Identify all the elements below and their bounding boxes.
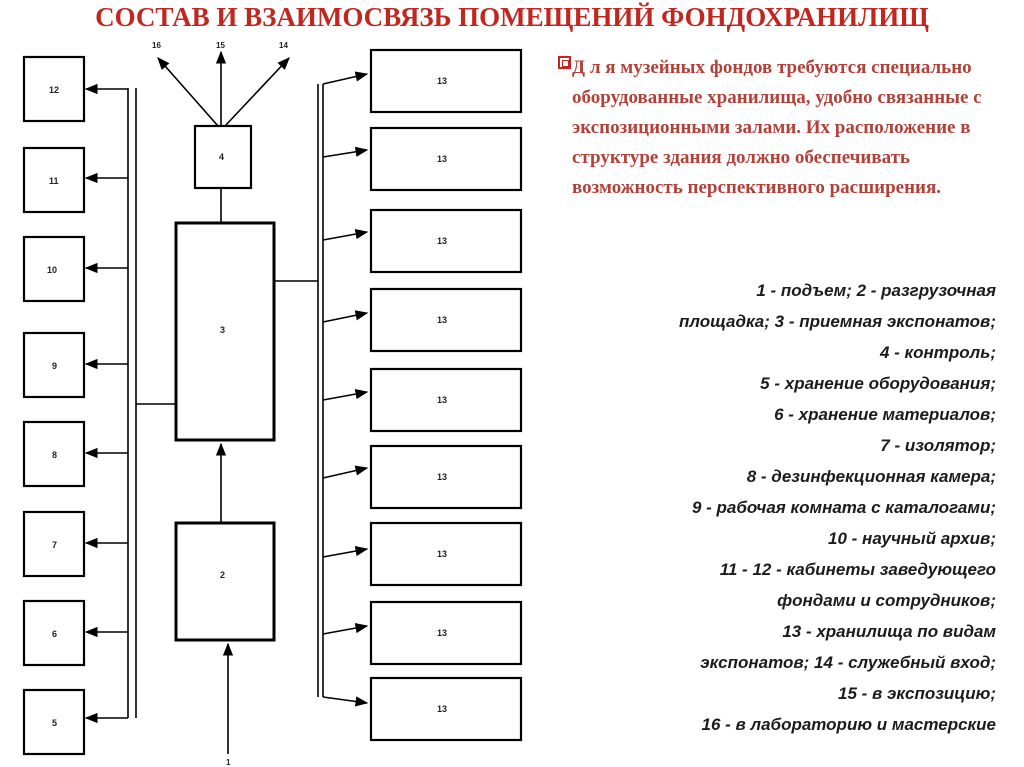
svg-text:2: 2 bbox=[220, 570, 225, 580]
left-room-9: 9 bbox=[22, 331, 86, 399]
room-4-control: 4 bbox=[193, 124, 253, 190]
legend-line: 15 - в экспозицию; bbox=[837, 684, 996, 703]
svg-text:13: 13 bbox=[437, 154, 447, 164]
left-room-11: 11 bbox=[22, 146, 86, 214]
legend-line: 7 - изолятор; bbox=[880, 436, 996, 455]
legend-line: 1 - подъем; 2 - разгрузочная bbox=[756, 281, 996, 300]
intro-text: Д л я музейных фондов требуются специаль… bbox=[572, 57, 982, 198]
intro-block: Д л я музейных фондов требуются специаль… bbox=[552, 53, 1022, 203]
left-room-12: 12 bbox=[22, 55, 86, 123]
svg-text:13: 13 bbox=[437, 549, 447, 559]
storage-room-13-7: 13 bbox=[369, 521, 523, 587]
svg-text:10: 10 bbox=[47, 265, 57, 275]
storage-room-13-2: 13 bbox=[369, 126, 523, 192]
legend-line: 13 - хранилища по видам bbox=[782, 622, 996, 641]
left-connectors bbox=[84, 83, 176, 724]
legend-line: площадка; 3 - приемная экспонатов; bbox=[679, 312, 996, 331]
svg-text:13: 13 bbox=[437, 236, 447, 246]
svg-text:13: 13 bbox=[437, 315, 447, 325]
left-room-6: 6 bbox=[22, 599, 86, 667]
storage-room-13-5: 13 bbox=[369, 367, 523, 433]
svg-text:13: 13 bbox=[437, 76, 447, 86]
storage-room-13-4: 13 bbox=[369, 287, 523, 353]
left-room-8: 8 bbox=[22, 420, 86, 488]
checkbox-bullet-icon bbox=[558, 56, 571, 69]
legend-line: 9 - рабочая комната с каталогами; bbox=[691, 498, 996, 517]
svg-text:12: 12 bbox=[49, 85, 59, 95]
legend: 1 - подъем; 2 - разгрузочная площадка; 3… bbox=[526, 275, 996, 740]
legend-line: 6 - хранение материалов; bbox=[774, 405, 996, 424]
left-room-10: 10 bbox=[22, 235, 86, 303]
legend-line: фондами и сотрудников; bbox=[777, 591, 996, 610]
storage-room-13-8: 13 bbox=[369, 600, 523, 666]
svg-text:7: 7 bbox=[52, 540, 57, 550]
legend-line: 16 - в лабораторию и мастерские bbox=[701, 715, 997, 734]
exit-label-14: 14 bbox=[279, 41, 288, 50]
storage-room-13-3: 13 bbox=[369, 208, 523, 274]
room-3-reception: 3 bbox=[174, 221, 276, 442]
left-room-7: 7 bbox=[22, 510, 86, 578]
svg-text:13: 13 bbox=[437, 472, 447, 482]
svg-text:5: 5 bbox=[52, 718, 57, 728]
svg-text:9: 9 bbox=[52, 361, 57, 371]
legend-line: 10 - научный архив; bbox=[828, 529, 996, 548]
legend-line: 8 - дезинфекционная камера; bbox=[746, 467, 996, 486]
legend-line: 5 - хранение оборудования; bbox=[760, 374, 996, 393]
exit-label-15: 15 bbox=[216, 41, 225, 50]
left-room-5: 5 bbox=[22, 688, 86, 756]
right-connectors bbox=[274, 71, 369, 707]
svg-text:11: 11 bbox=[49, 176, 59, 186]
svg-text:3: 3 bbox=[220, 325, 225, 335]
top-exit-arrows: 16 15 14 bbox=[152, 41, 290, 127]
legend-line: экспонатов; 14 - служебный вход; bbox=[700, 653, 996, 672]
svg-text:8: 8 bbox=[52, 450, 57, 460]
storage-room-13-9: 13 bbox=[369, 676, 523, 742]
storage-room-13-1: 13 bbox=[369, 48, 523, 114]
svg-text:13: 13 bbox=[437, 628, 447, 638]
entry-label-1: 1 bbox=[226, 758, 231, 767]
svg-text:13: 13 bbox=[437, 395, 447, 405]
exit-label-16: 16 bbox=[152, 41, 161, 50]
svg-text:13: 13 bbox=[437, 704, 447, 714]
svg-text:6: 6 bbox=[52, 629, 57, 639]
legend-line: 4 - контроль; bbox=[879, 343, 996, 362]
room-2-unloading: 2 bbox=[174, 521, 276, 642]
legend-line: 11 - 12 - кабинеты заведующего bbox=[719, 560, 996, 579]
slide-title: СОСТАВ И ВЗАИМОСВЯЗЬ ПОМЕЩЕНИЙ ФОНДОХРАН… bbox=[95, 2, 929, 32]
svg-text:4: 4 bbox=[219, 152, 224, 162]
storage-room-13-6: 13 bbox=[369, 444, 523, 510]
